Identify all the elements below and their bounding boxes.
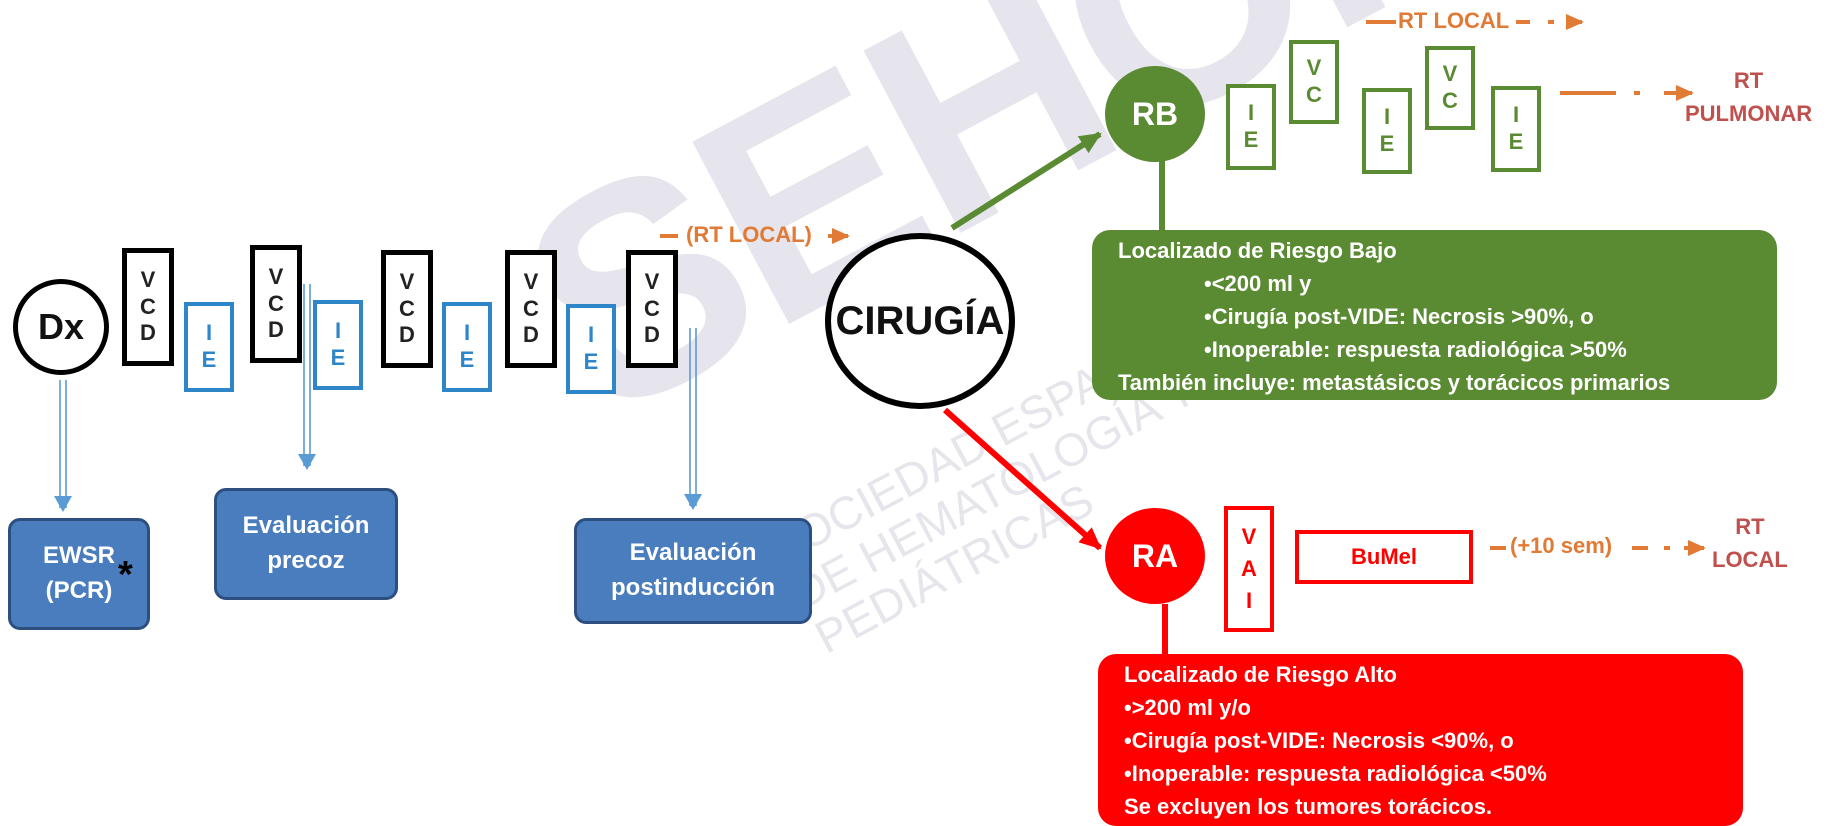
box-line: (PCR) (45, 577, 113, 604)
cycle-letter: C (399, 295, 415, 321)
box-evaluacion-precoz: Evaluación precoz (214, 488, 398, 600)
label-plus-10-sem: (+10 sem) (1510, 533, 1613, 558)
vcd-cycle-box: V C D (381, 250, 433, 368)
node-rb: RB (1105, 66, 1205, 162)
label-line: RT (1733, 68, 1764, 93)
info-riesgo-bajo: Localizado de Riesgo Bajo •<200 ml y •Ci… (1092, 230, 1777, 400)
cycle-letter: I (1383, 104, 1391, 130)
arrow-to-eval-post (684, 328, 702, 510)
node-cirugia: CIRUGÍA (825, 233, 1015, 409)
box-line: Evaluación (629, 539, 757, 567)
vc-cycle-box: V C (1425, 46, 1475, 130)
label-rt-local-paren: (RT LOCAL) (686, 222, 812, 247)
info-title: Localizado de Riesgo Alto (1124, 662, 1397, 687)
cycle-letter: V (644, 268, 660, 294)
vc-cycle-box: V C (1289, 40, 1339, 124)
cycle-letter: I (1245, 587, 1253, 613)
cycle-letter: D (140, 320, 156, 346)
cycle-letter: E (459, 347, 475, 372)
info-item: •Inoperable: respuesta radiológica <50% (1124, 761, 1547, 786)
cycle-letter: E (1379, 131, 1395, 156)
cycle-letter: D (399, 322, 415, 348)
cycle-letter: A (1241, 556, 1257, 582)
label-line: LOCAL (1712, 547, 1788, 572)
cycle-letter: I (334, 318, 342, 344)
cycle-letter: E (1243, 127, 1259, 152)
arrow-to-eval-precoz (298, 284, 316, 470)
label-rt-local-ra: RT LOCAL (1712, 510, 1788, 576)
cycle-letter: C (1442, 88, 1458, 113)
ie-cycle-box: I E (1491, 86, 1541, 172)
info-item: •Cirugía post-VIDE: Necrosis >90%, o (1204, 304, 1594, 329)
cycle-letter: V (1442, 61, 1458, 87)
cycle-letter: D (268, 317, 284, 343)
label-rt-pulmonar: RT PULMONAR (1685, 64, 1812, 130)
box-line: postinducción (611, 574, 775, 601)
box-bumel: BuMel (1295, 530, 1473, 584)
ie-cycle-box: I E (184, 302, 234, 392)
arrow-dx-to-ewsr (54, 380, 72, 512)
info-item: •Inoperable: respuesta radiológica >50% (1204, 337, 1627, 362)
cycle-letter: C (140, 293, 156, 319)
box-line: EWSR (43, 542, 115, 570)
box-line: Evaluación (242, 512, 370, 540)
cycle-letter: I (1247, 100, 1255, 126)
info-item: •Cirugía post-VIDE: Necrosis <90%, o (1124, 728, 1514, 753)
arrow-cirugia-to-ra (943, 407, 1102, 551)
cycle-letter: V (523, 268, 539, 294)
vai-cycle-box: V A I (1224, 506, 1274, 632)
cycle-letter: V (1241, 524, 1257, 550)
box-ewsr-pcr: EWSR (PCR) (8, 518, 150, 630)
cycle-letter: I (1512, 102, 1520, 128)
ie-cycle-box: I E (1362, 88, 1412, 174)
vcd-cycle-box: V C D (250, 245, 302, 363)
cycle-letter: C (1306, 82, 1322, 107)
cycle-letter: V (268, 263, 284, 289)
ie-cycle-box: I E (1226, 84, 1276, 170)
cycle-letter: I (205, 320, 213, 346)
vcd-cycle-box: V C D (505, 250, 557, 368)
info-item: •>200 ml y/o (1124, 695, 1251, 720)
node-ra: RA (1105, 508, 1205, 604)
cycle-letter: V (140, 266, 156, 292)
cycle-letter: D (523, 322, 539, 348)
cycle-letter: E (1508, 129, 1524, 154)
ie-cycle-box: I E (313, 300, 363, 390)
cycle-letter: I (463, 320, 471, 346)
label-line: PULMONAR (1685, 101, 1813, 126)
cycle-letter: D (644, 322, 660, 348)
vcd-cycle-box: V C D (122, 248, 174, 366)
cycle-letter: V (399, 268, 415, 294)
ie-cycle-box: I E (566, 304, 616, 394)
box-evaluacion-postinduccion: Evaluación postinducción (574, 518, 812, 624)
arrow-cirugia-to-rb (950, 131, 1102, 231)
cycle-letter: C (644, 295, 660, 321)
cycle-letter: V (1306, 55, 1322, 81)
cycle-letter: E (330, 345, 346, 370)
label-rt-local-top: RT LOCAL (1398, 8, 1510, 33)
label-line: RT (1735, 514, 1765, 539)
vcd-cycle-box: V C D (626, 250, 678, 368)
box-line: precoz (267, 547, 345, 574)
cycle-letter: E (583, 349, 599, 374)
info-riesgo-alto: Localizado de Riesgo Alto •>200 ml y/o •… (1098, 654, 1743, 826)
ie-cycle-box: I E (442, 302, 492, 392)
cycle-letter: C (523, 295, 539, 321)
cycle-letter: E (201, 347, 217, 372)
info-footer: También incluye: metastásicos y torácico… (1118, 370, 1671, 395)
asterisk-mark: * (118, 554, 133, 596)
cycle-letter: I (587, 322, 595, 348)
cycle-letter: C (268, 290, 284, 316)
node-dx: Dx (13, 279, 109, 375)
info-title: Localizado de Riesgo Bajo (1118, 238, 1397, 263)
info-footer: Se excluyen los tumores torácicos. (1124, 794, 1493, 819)
info-item: •<200 ml y (1204, 271, 1312, 296)
